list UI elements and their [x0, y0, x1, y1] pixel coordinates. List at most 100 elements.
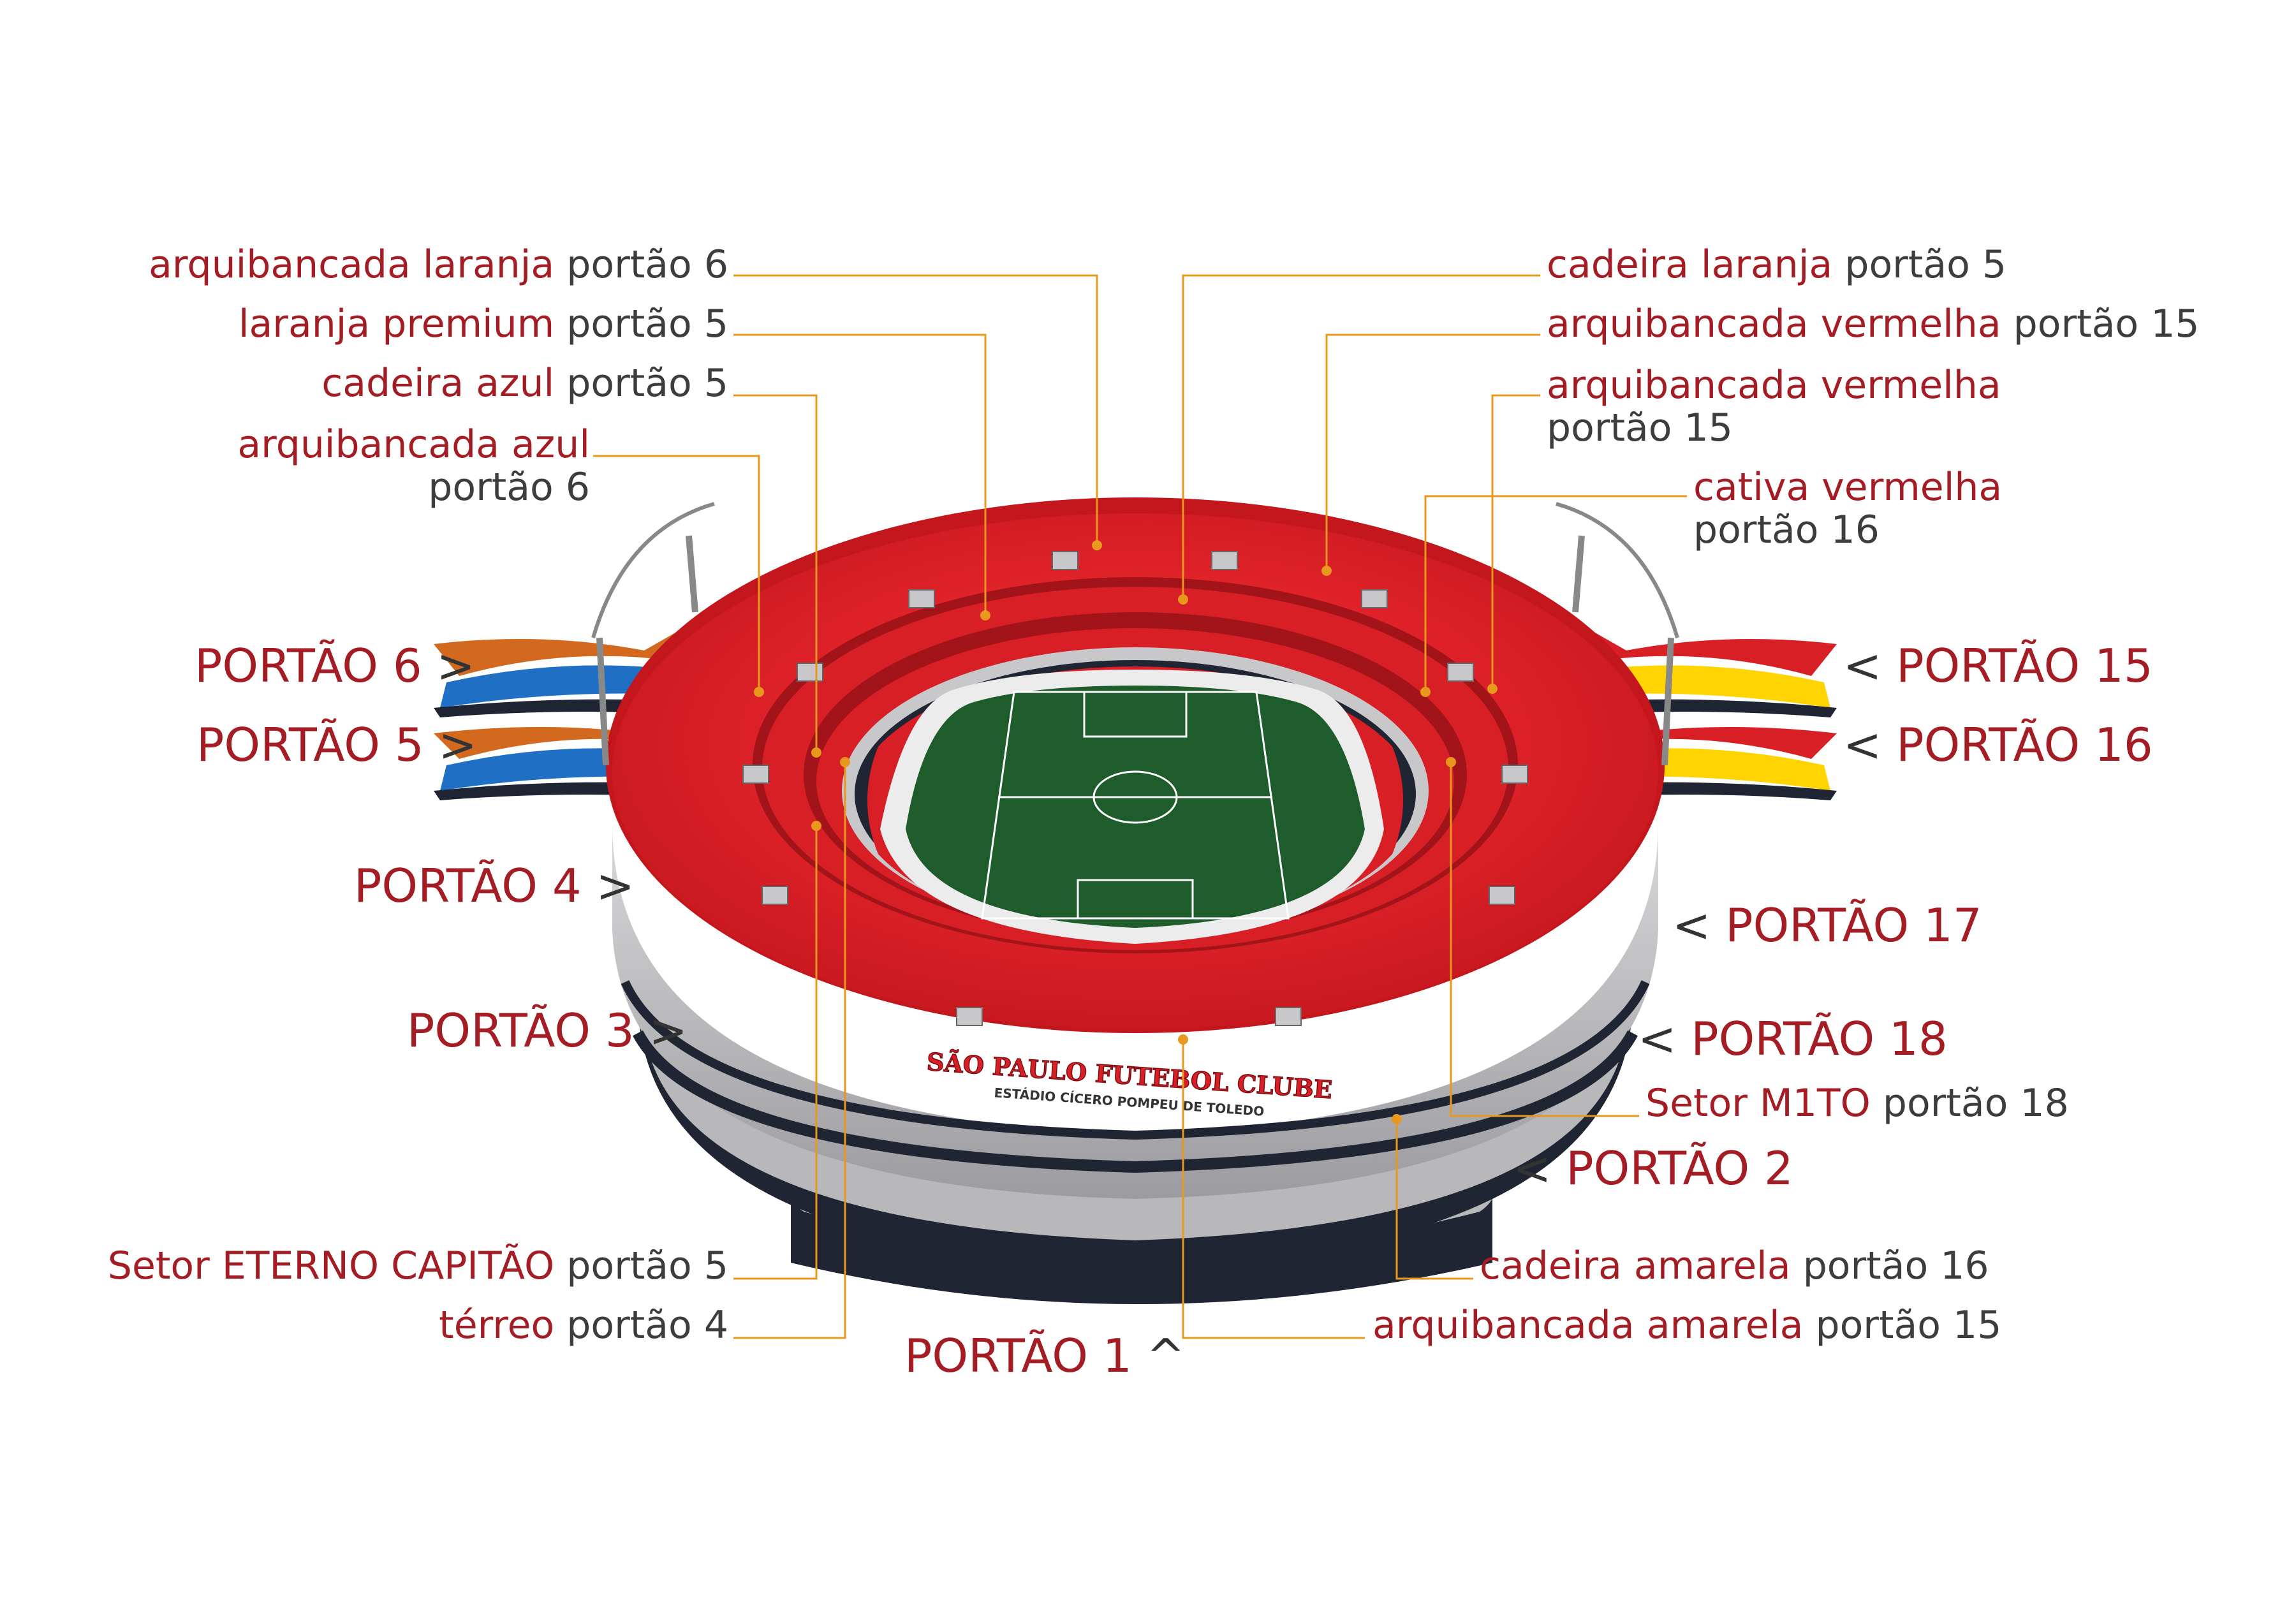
leader-dot-terreo: [840, 757, 850, 767]
leader-line-cadeira-amarela: [1395, 1119, 1473, 1280]
gate-arrow-icon: <: [1638, 1012, 1677, 1066]
sector-gate: portão 15: [1815, 1303, 2002, 1348]
sector-name: laranja premium: [238, 302, 555, 346]
gate-text: PORTÃO 15: [1896, 639, 2153, 693]
sector-gate: portão 5: [566, 361, 728, 406]
gate-label-3: PORTÃO 3 >: [407, 1008, 688, 1054]
sector-gate: portão 6: [566, 242, 728, 287]
gate-text: PORTÃO 2: [1566, 1142, 1793, 1195]
leader-dot-arq-vermelha-2: [1487, 684, 1498, 694]
leader-line-arq-amarela: [1182, 1039, 1365, 1339]
sector-label-eterno-capitao: Setor ETERNO CAPITÃO portão 5: [108, 1247, 728, 1285]
leader-line-eterno-capitao: [733, 826, 818, 1280]
gate-label-16: < PORTÃO 16: [1843, 722, 2153, 768]
gate-text: PORTÃO 3: [407, 1004, 635, 1057]
leader-dot-eterno-capitao: [811, 821, 821, 831]
gate-label-1: PORTÃO 1 ^: [904, 1333, 1185, 1379]
sector-gate: portão 15: [2013, 302, 2200, 346]
leader-dot-arq-azul: [754, 687, 764, 697]
leader-dot-arq-vermelha-1: [1321, 566, 1332, 576]
sector-label-arq-amarela: arquibancada amarela portão 15: [1372, 1306, 2001, 1344]
sector-gate: portão 4: [566, 1303, 728, 1348]
gate-text: PORTÃO 16: [1896, 718, 2153, 772]
gate-label-2: < PORTÃO 2: [1513, 1145, 1793, 1191]
gate-text: PORTÃO 18: [1691, 1012, 1948, 1066]
sector-gate: portão 5: [566, 1244, 728, 1288]
gate-text: PORTÃO 1: [904, 1329, 1132, 1383]
sector-label-arq-azul: arquibancada azul portão 6: [237, 423, 590, 509]
sector-label-cadeira-azul: cadeira azul portão 5: [321, 364, 728, 402]
leader-line-arq-vermelha-1: [1325, 334, 1540, 571]
sector-gate: portão 16: [1693, 508, 1880, 553]
gate-arrow-icon: <: [1513, 1142, 1552, 1195]
sector-gate: portão 15: [1547, 406, 1733, 451]
sector-name: Setor M1TO: [1645, 1081, 1871, 1126]
sector-gate: portão 6: [428, 465, 590, 510]
leader-dot-cadeira-azul: [811, 747, 821, 758]
sector-name: arquibancada laranja: [149, 242, 555, 287]
sector-label-arq-laranja: arquibancada laranja portão 6: [149, 246, 728, 284]
leader-dot-cadeira-laranja: [1178, 594, 1188, 605]
leader-dot-cativa-vermelha: [1420, 687, 1431, 697]
gate-label-5: PORTÃO 5 >: [196, 722, 477, 768]
sector-name: Setor ETERNO CAPITÃO: [107, 1244, 555, 1288]
gate-text: PORTÃO 5: [196, 718, 424, 772]
stadium-base: [612, 823, 1658, 1304]
sector-gate: portão 18: [1882, 1081, 2069, 1126]
gate-arrow-icon: >: [436, 639, 475, 693]
sector-name: arquibancada vermelha: [1547, 302, 2001, 346]
sector-label-arq-vermelha-1: arquibancada vermelha portão 15: [1547, 305, 2200, 343]
gate-label-6: PORTÃO 6 >: [195, 643, 475, 689]
leader-line-setor-m1to: [1450, 762, 1639, 1117]
leader-dot-setor-m1to: [1446, 757, 1456, 767]
gate-text: PORTÃO 6: [195, 639, 422, 693]
leader-lines: [593, 274, 1687, 1339]
sector-label-cadeira-laranja: cadeira laranja portão 5: [1547, 246, 2006, 284]
sector-label-terreo: térreo portão 4: [439, 1306, 728, 1344]
leader-dot-laranja-premium: [980, 610, 990, 621]
leader-dot-arq-amarela: [1178, 1034, 1188, 1045]
gate-label-15: < PORTÃO 15: [1843, 643, 2153, 689]
leader-line-cadeira-laranja: [1182, 274, 1540, 599]
leader-line-arq-azul: [593, 455, 760, 692]
sector-gate: portão 16: [1802, 1244, 1989, 1288]
sector-name: arquibancada amarela: [1372, 1303, 1804, 1348]
pitch: [867, 666, 1403, 944]
gate-arrow-icon: <: [1843, 639, 1882, 693]
gate-arrow-icon: >: [649, 1004, 688, 1057]
gate-arrow-icon: <: [1843, 718, 1882, 772]
gate-arrow-icon: >: [596, 859, 635, 913]
wing-right: [1575, 625, 1837, 800]
gate-arrow-icon: ^: [1146, 1329, 1185, 1383]
sector-name: arquibancada vermelha: [1547, 363, 2001, 408]
gate-arrow-icon: >: [438, 718, 477, 772]
leader-dot-cadeira-amarela: [1392, 1114, 1402, 1124]
sector-name: térreo: [439, 1303, 555, 1348]
sector-name: cadeira azul: [321, 361, 555, 406]
gate-label-18: < PORTÃO 18: [1638, 1016, 1948, 1062]
sector-label-cadeira-amarela: cadeira amarela portão 16: [1480, 1247, 1989, 1285]
leader-line-arq-vermelha-2: [1491, 394, 1540, 689]
sector-name: cadeira laranja: [1547, 242, 1833, 287]
leader-line-cadeira-azul: [733, 394, 818, 753]
sector-label-setor-m1to: Setor M1TO portão 18: [1645, 1084, 2069, 1122]
leader-dot-arq-laranja: [1092, 540, 1102, 550]
sector-label-cativa-vermelha: cativa vermelha portão 16: [1693, 466, 2002, 552]
access-blocks: [742, 551, 1528, 1026]
leader-line-terreo: [733, 762, 846, 1339]
gate-label-4: PORTÃO 4 >: [354, 863, 635, 909]
sector-gate: portão 5: [566, 302, 728, 346]
sector-name: cadeira amarela: [1480, 1244, 1791, 1288]
light-towers: [591, 502, 1679, 766]
gate-text: PORTÃO 17: [1725, 899, 1982, 952]
sector-name: cativa vermelha: [1693, 465, 2003, 510]
leader-line-cativa-vermelha: [1424, 495, 1687, 692]
sector-label-laranja-premium: laranja premium portão 5: [239, 305, 728, 343]
leader-line-arq-laranja: [733, 274, 1098, 545]
gate-label-17: < PORTÃO 17: [1672, 902, 1982, 948]
gate-text: PORTÃO 4: [354, 859, 582, 913]
leader-line-laranja-premium: [733, 334, 987, 615]
sector-name: arquibancada azul: [237, 422, 590, 467]
gate-arrow-icon: <: [1672, 899, 1711, 952]
